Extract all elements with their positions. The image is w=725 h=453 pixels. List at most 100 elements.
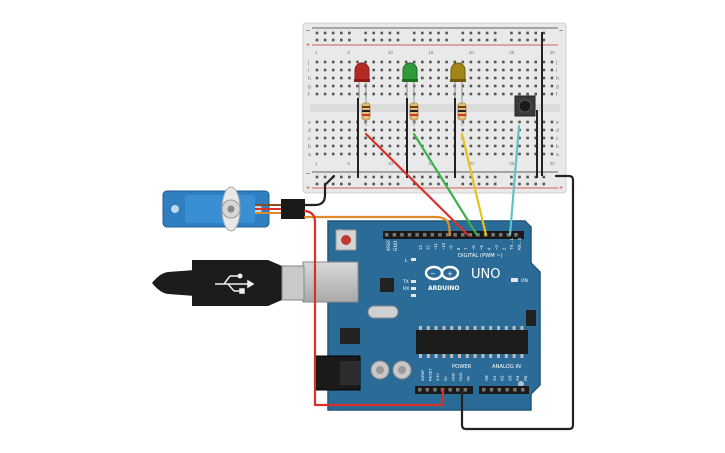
rail-hole[interactable]	[421, 38, 424, 42]
breadboard-hole[interactable]	[550, 92, 554, 96]
breadboard-hole[interactable]	[437, 68, 440, 72]
breadboard-hole[interactable]	[412, 128, 416, 132]
breadboard-hole[interactable]	[469, 136, 473, 140]
breadboard-hole[interactable]	[340, 84, 343, 88]
breadboard-hole[interactable]	[485, 84, 489, 88]
breadboard-hole[interactable]	[315, 76, 319, 80]
breadboard-hole[interactable]	[388, 128, 392, 132]
breadboard-hole[interactable]	[485, 68, 489, 72]
breadboard-hole[interactable]	[534, 128, 537, 132]
breadboard-hole[interactable]	[323, 76, 327, 80]
breadboard-hole[interactable]	[323, 136, 327, 140]
digital-pin-hole[interactable]	[392, 233, 397, 237]
breadboard-hole[interactable]	[510, 136, 513, 140]
rail-hole[interactable]	[445, 175, 448, 179]
analog-pin-hole[interactable]	[513, 388, 517, 392]
led-red[interactable]	[354, 62, 370, 98]
breadboard-hole[interactable]	[396, 120, 400, 124]
breadboard-hole[interactable]	[502, 152, 505, 156]
breadboard-hole[interactable]	[542, 60, 546, 64]
breadboard-hole[interactable]	[510, 128, 513, 132]
breadboard-hole[interactable]	[477, 152, 481, 156]
breadboard-hole[interactable]	[356, 84, 359, 88]
breadboard-hole[interactable]	[388, 76, 392, 80]
breadboard-hole[interactable]	[493, 136, 497, 140]
breadboard-hole[interactable]	[526, 92, 529, 96]
breadboard-hole[interactable]	[469, 92, 473, 96]
breadboard-hole[interactable]	[534, 152, 537, 156]
breadboard-hole[interactable]	[348, 68, 351, 72]
breadboard-hole[interactable]	[445, 152, 448, 156]
rail-hole[interactable]	[542, 182, 546, 186]
breadboard-hole[interactable]	[510, 144, 513, 148]
breadboard-hole[interactable]	[396, 76, 400, 80]
rail-hole[interactable]	[542, 31, 546, 35]
breadboard-hole[interactable]	[364, 144, 367, 148]
rail-hole[interactable]	[518, 175, 521, 179]
breadboard-hole[interactable]	[542, 128, 546, 132]
breadboard-hole[interactable]	[510, 60, 513, 64]
breadboard-hole[interactable]	[510, 152, 513, 156]
breadboard-hole[interactable]	[421, 128, 424, 132]
red-signal-wire[interactable]	[364, 132, 470, 237]
breadboard-hole[interactable]	[323, 144, 327, 148]
breadboard-hole[interactable]	[502, 84, 505, 88]
breadboard-hole[interactable]	[445, 84, 448, 88]
rail-hole[interactable]	[372, 38, 375, 42]
breadboard-hole[interactable]	[437, 152, 440, 156]
breadboard-hole[interactable]	[477, 68, 481, 72]
breadboard-hole[interactable]	[477, 136, 481, 140]
breadboard-hole[interactable]	[534, 144, 537, 148]
breadboard-hole[interactable]	[380, 136, 384, 140]
rail-hole[interactable]	[340, 175, 343, 179]
rail-hole[interactable]	[331, 31, 335, 35]
breadboard-hole[interactable]	[396, 92, 400, 96]
rail-hole[interactable]	[534, 31, 537, 35]
breadboard-hole[interactable]	[493, 152, 497, 156]
breadboard-hole[interactable]	[396, 68, 400, 72]
breadboard-hole[interactable]	[348, 120, 351, 124]
breadboard-hole[interactable]	[526, 84, 529, 88]
rail-hole[interactable]	[469, 182, 473, 186]
breadboard-hole[interactable]	[388, 120, 392, 124]
breadboard-hole[interactable]	[348, 152, 351, 156]
breadboard-hole[interactable]	[331, 136, 335, 140]
rail-hole[interactable]	[510, 182, 513, 186]
usb-port[interactable]	[302, 261, 359, 303]
rail-hole[interactable]	[364, 31, 367, 35]
rail-hole[interactable]	[510, 38, 513, 42]
orange-servo-signal-wire[interactable]	[303, 215, 452, 237]
cyan-button-wire[interactable]	[508, 124, 521, 237]
breadboard-hole[interactable]	[364, 128, 367, 132]
rail-hole[interactable]	[421, 31, 424, 35]
breadboard-hole[interactable]	[502, 76, 505, 80]
rail-hole[interactable]	[340, 31, 343, 35]
breadboard-hole[interactable]	[356, 60, 359, 64]
breadboard-hole[interactable]	[493, 84, 497, 88]
breadboard-hole[interactable]	[469, 84, 473, 88]
breadboard-hole[interactable]	[485, 128, 489, 132]
rail-hole[interactable]	[372, 175, 375, 179]
breadboard-hole[interactable]	[404, 60, 408, 64]
rail-hole[interactable]	[340, 182, 343, 186]
rail-hole[interactable]	[348, 175, 351, 179]
rail-hole[interactable]	[510, 175, 513, 179]
breadboard-hole[interactable]	[421, 60, 424, 64]
breadboard-hole[interactable]	[493, 144, 497, 148]
rail-hole[interactable]	[445, 31, 448, 35]
breadboard-hole[interactable]	[518, 68, 521, 72]
breadboard-hole[interactable]	[542, 68, 546, 72]
green-signal-wire[interactable]	[412, 132, 479, 237]
rail-hole[interactable]	[510, 31, 513, 35]
breadboard-hole[interactable]	[469, 120, 473, 124]
breadboard-hole[interactable]	[485, 120, 489, 124]
breadboard-hole[interactable]	[526, 128, 529, 132]
breadboard-hole[interactable]	[323, 92, 327, 96]
breadboard-hole[interactable]	[364, 152, 367, 156]
analog-pin-hole[interactable]	[505, 388, 509, 392]
breadboard-hole[interactable]	[477, 60, 481, 64]
breadboard-hole[interactable]	[388, 92, 392, 96]
breadboard-hole[interactable]	[485, 60, 489, 64]
breadboard-hole[interactable]	[502, 92, 505, 96]
